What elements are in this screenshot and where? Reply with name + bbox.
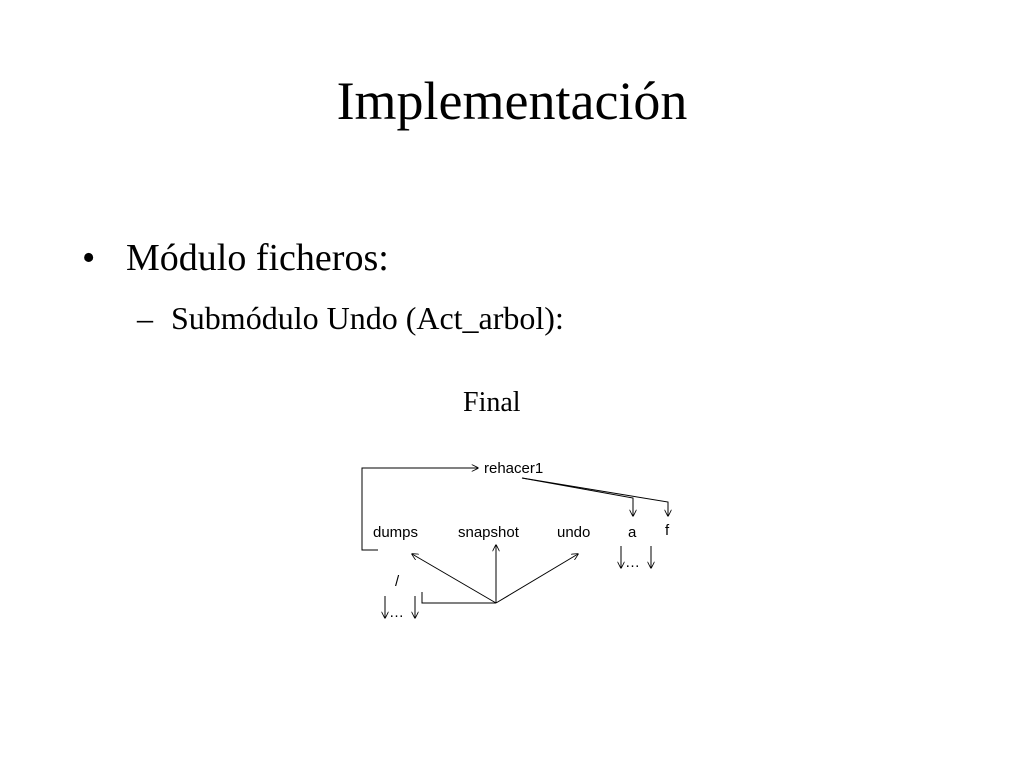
root-to-f-edge [521, 477, 668, 516]
bullet-level2: –Submódulo Undo (Act_arbol): [137, 298, 564, 338]
node-snapshot: snapshot [458, 524, 520, 541]
node-a: a [628, 524, 637, 541]
hub-to-undo-edge [495, 554, 578, 604]
undo-tree-diagram: rehacer1 dumps snapshot undo a f … / … [361, 460, 700, 621]
node-dumps: dumps [373, 524, 418, 541]
dumps-to-root-loop [361, 468, 478, 551]
hub-to-dumps-edge [412, 554, 497, 604]
node-rehacer1: rehacer1 [484, 460, 543, 477]
bullet-level1-text: Módulo ficheros: [126, 237, 389, 279]
slash-to-hub-edge [421, 592, 496, 604]
slide-title: Implementación [336, 71, 688, 131]
bullet-level2-text: Submódulo Undo (Act_arbol): [171, 300, 564, 336]
bullet-marker: • [82, 237, 96, 279]
diagram-caption: Final [463, 387, 521, 418]
a-list-ellipsis: … [625, 554, 640, 571]
dash-marker: – [137, 300, 153, 336]
slash-list-ellipsis: … [389, 604, 404, 621]
node-undo: undo [557, 524, 590, 541]
root-to-a-edge [521, 477, 633, 516]
bullet-level1: • Módulo ficheros: [82, 235, 389, 281]
node-slash: / [395, 573, 400, 590]
node-f: f [665, 522, 670, 539]
